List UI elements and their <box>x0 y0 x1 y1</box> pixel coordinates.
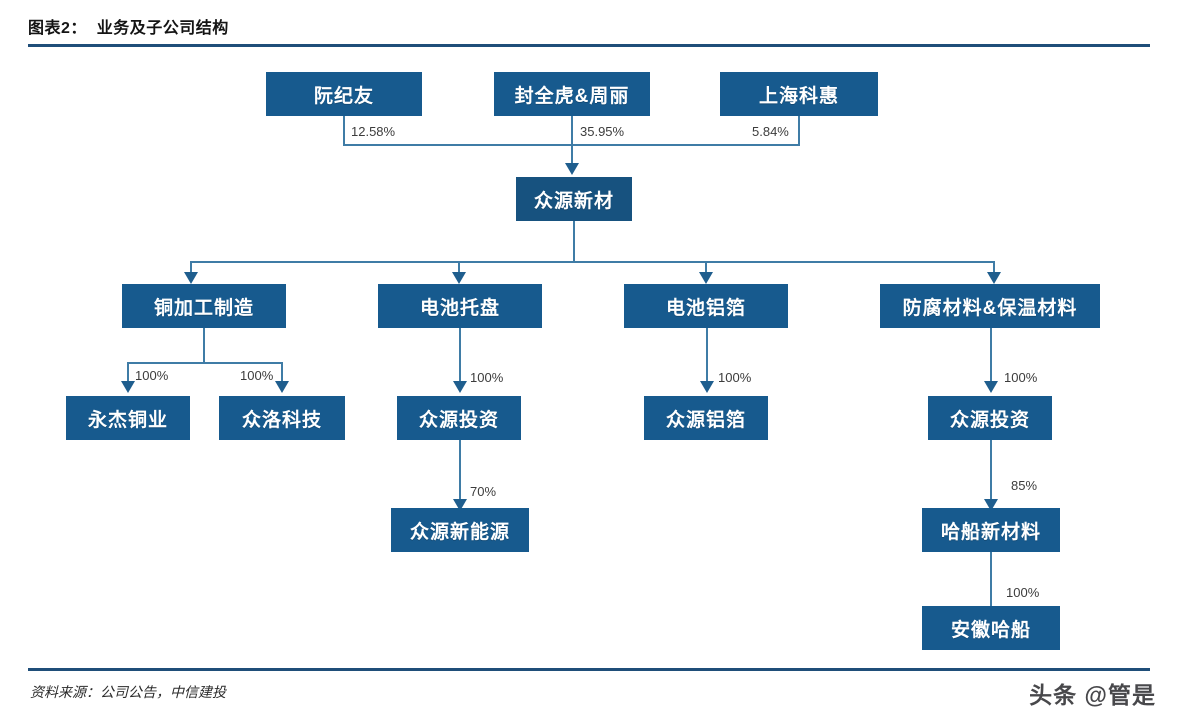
edge-shareholder-1-drop <box>343 116 345 145</box>
edge-segment-1-drop <box>190 261 192 275</box>
arrow-sub-5 <box>984 381 998 393</box>
arrow-sub-3 <box>453 381 467 393</box>
label-sub-8-pct: 100% <box>1006 585 1040 600</box>
edge-segment-2-drop <box>458 261 460 275</box>
watermark: 头条 @管是 <box>1029 682 1156 708</box>
node-sub-2: 众洛科技 <box>219 396 345 440</box>
label-shareholder-1-pct: 12.58% <box>351 124 396 139</box>
label-shareholder-3-pct: 5.84% <box>752 124 789 139</box>
label-sub-7-pct: 85% <box>1011 478 1038 493</box>
edge-sub-8-drop <box>990 552 992 610</box>
arrow-parent-feed <box>565 163 579 175</box>
edge-segment-bus <box>190 261 995 263</box>
arrow-segment-2 <box>452 272 466 284</box>
edge-shareholder-2-drop <box>571 116 573 145</box>
edge-sub-1-drop <box>127 362 129 383</box>
edge-sub-6-drop <box>459 440 461 501</box>
node-sub-6: 众源新能源 <box>391 508 529 552</box>
node-segment-3: 电池铝箔 <box>624 284 788 328</box>
edge-parent-drop <box>573 221 575 262</box>
edge-segment-4-drop <box>993 261 995 275</box>
node-sub-5: 众源投资 <box>928 396 1052 440</box>
node-segment-2: 电池托盘 <box>378 284 542 328</box>
label-sub-2-pct: 100% <box>240 368 274 383</box>
node-shareholder-3: 上海科惠 <box>720 72 878 116</box>
node-sub-8: 安徽哈船 <box>922 606 1060 650</box>
arrow-sub-2 <box>275 381 289 393</box>
arrow-sub-4 <box>700 381 714 393</box>
header-divider <box>28 44 1150 47</box>
edge-shareholder-3-drop <box>798 116 800 145</box>
node-sub-1: 永杰铜业 <box>66 396 190 440</box>
arrow-segment-3 <box>699 272 713 284</box>
node-sub-4: 众源铝箔 <box>644 396 768 440</box>
label-sub-4-pct: 100% <box>718 370 752 385</box>
node-segment-1: 铜加工制造 <box>122 284 286 328</box>
edge-parent-feed <box>571 144 573 165</box>
footer-divider <box>28 668 1150 671</box>
arrow-sub-1 <box>121 381 135 393</box>
node-sub-3: 众源投资 <box>397 396 521 440</box>
label-shareholder-2-pct: 35.95% <box>580 124 625 139</box>
edge-segment-1-split-bus <box>127 362 282 364</box>
source-note: 资料来源：公司公告，中信建投 <box>30 686 226 701</box>
arrow-segment-4 <box>987 272 1001 284</box>
node-shareholder-1: 阮纪友 <box>266 72 422 116</box>
edge-sub-2-drop <box>281 362 283 383</box>
label-sub-6-pct: 70% <box>470 484 497 499</box>
page-title: 图表2： 业务及子公司结构 <box>28 20 229 37</box>
edge-segment-1-split-drop <box>203 328 205 363</box>
edge-sub-7-drop <box>990 440 992 501</box>
node-parent-company: 众源新材 <box>516 177 632 221</box>
edge-sub-5-drop <box>990 328 992 383</box>
edge-segment-3-drop <box>705 261 707 275</box>
node-segment-4: 防腐材料&保温材料 <box>880 284 1100 328</box>
node-shareholder-2: 封全虎&周丽 <box>494 72 650 116</box>
label-sub-5-pct: 100% <box>1004 370 1038 385</box>
node-sub-7: 哈船新材料 <box>922 508 1060 552</box>
label-sub-3-pct: 100% <box>470 370 504 385</box>
edge-sub-3-drop <box>459 328 461 383</box>
arrow-segment-1 <box>184 272 198 284</box>
edge-sub-4-drop <box>706 328 708 383</box>
label-sub-1-pct: 100% <box>135 368 169 383</box>
